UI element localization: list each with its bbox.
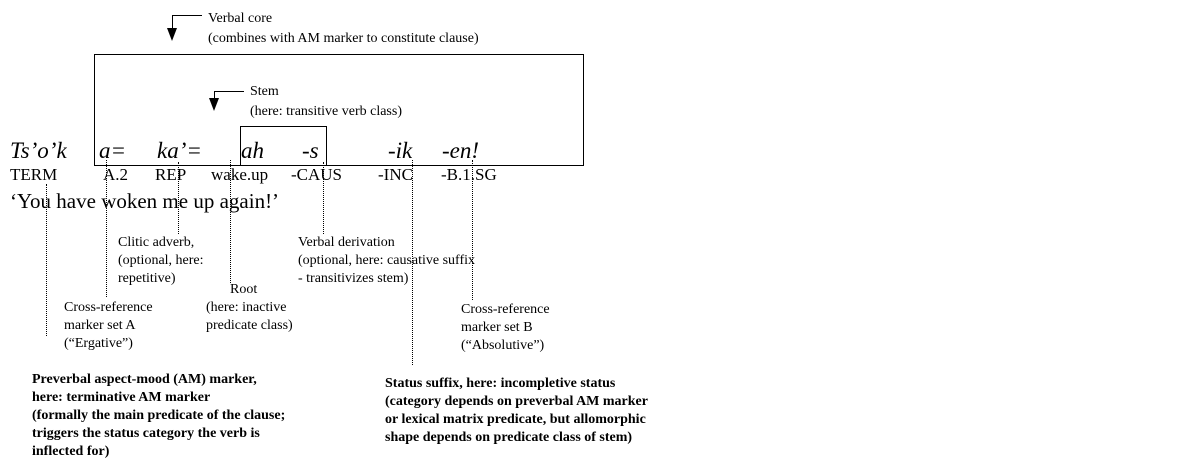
note-clitic-line-3: repetitive) <box>118 271 176 286</box>
note-root-line-1: Root <box>230 282 258 297</box>
note-set-a-line-2: marker set A <box>64 318 136 333</box>
note-am-line-4: triggers the status category the verb is <box>32 426 260 441</box>
note-set-a-line-1: Cross-reference <box>64 300 153 315</box>
note-status-line-1: Status suffix, here: incompletive status <box>385 376 616 391</box>
note-am: Preverbal aspect-mood (AM) marker, here:… <box>32 372 285 460</box>
note-status: Status suffix, here: incompletive status… <box>385 376 648 446</box>
note-set-b: Cross-reference marker set B (“Absolutiv… <box>461 302 550 354</box>
stem-arrow-icon <box>209 98 219 111</box>
verbal-core-box <box>94 54 584 166</box>
note-set-b-line-1: Cross-reference <box>461 302 550 317</box>
note-clitic-line-1: Clitic adverb, <box>118 235 195 250</box>
core-arrow-icon <box>167 28 177 41</box>
stem-arrow-line <box>214 91 244 92</box>
gloss-inc: -INC <box>378 165 413 184</box>
note-root-line-2: (here: inactive <box>206 300 287 315</box>
word-root: ah <box>241 138 264 163</box>
note-root-line-3: predicate class) <box>206 318 293 333</box>
stem-title: Stem <box>250 84 279 99</box>
stem-description: (here: transitive verb class) <box>250 104 402 119</box>
note-am-line-3: (formally the main predicate of the clau… <box>32 408 286 423</box>
note-am-line-1: Preverbal aspect-mood (AM) marker, <box>32 372 257 387</box>
core-arrow-line <box>172 15 202 16</box>
word-b1sg: -en! <box>442 138 480 163</box>
connector-derivation <box>323 162 324 234</box>
connector-status <box>412 160 413 365</box>
note-set-a: Cross-reference marker set A (“Ergative”… <box>64 300 153 352</box>
note-am-line-2: here: terminative AM marker <box>32 390 211 405</box>
core-description: (combines with AM marker to constitute c… <box>208 31 479 46</box>
note-derivation: Verbal derivation (optional, here: causa… <box>298 235 475 287</box>
core-title: Verbal core <box>208 11 273 26</box>
note-status-line-2: (category depends on preverbal AM marker <box>385 394 648 409</box>
word-rep: ka’= <box>157 138 202 163</box>
gloss-b1sg: -B.1.SG <box>441 165 497 184</box>
translation: ‘You have woken me up again!’ <box>10 189 280 213</box>
note-status-line-3: or lexical matrix predicate, but allomor… <box>385 412 646 427</box>
note-derivation-line-3: - transitivizes stem) <box>298 271 409 286</box>
connector-set-a <box>106 160 107 297</box>
core-arrow-stem <box>172 15 173 29</box>
note-root: Root (here: inactive predicate class) <box>206 282 293 334</box>
gloss-caus: -CAUS <box>291 165 343 184</box>
stem-arrow-stem <box>214 91 215 99</box>
note-clitic: Clitic adverb, (optional, here: repetiti… <box>118 235 204 287</box>
note-set-a-line-3: (“Ergative”) <box>64 336 133 351</box>
stem-box <box>240 126 327 166</box>
gloss-root: wake.up <box>211 165 269 184</box>
gloss-term: TERM <box>10 165 58 184</box>
connector-am <box>46 184 47 336</box>
note-derivation-line-1: Verbal derivation <box>298 235 395 250</box>
note-set-b-line-2: marker set B <box>461 320 533 335</box>
note-am-line-5: inflected for) <box>32 444 110 459</box>
note-clitic-line-2: (optional, here: <box>118 253 204 268</box>
word-a2: a= <box>99 138 127 163</box>
word-term: Ts’o’k <box>10 138 67 163</box>
gloss-rep: REP <box>155 165 187 184</box>
word-caus: -s <box>302 138 319 163</box>
note-derivation-line-2: (optional, here: causative suffix <box>298 253 476 268</box>
note-set-b-line-3: (“Absolutive”) <box>461 338 545 353</box>
word-inc: -ik <box>388 138 413 163</box>
connector-clitic <box>178 162 179 234</box>
connector-set-b <box>472 160 473 300</box>
note-status-line-4: shape depends on predicate class of stem… <box>385 430 633 445</box>
connector-root <box>230 160 231 283</box>
gloss-a2: A.2 <box>103 165 129 184</box>
